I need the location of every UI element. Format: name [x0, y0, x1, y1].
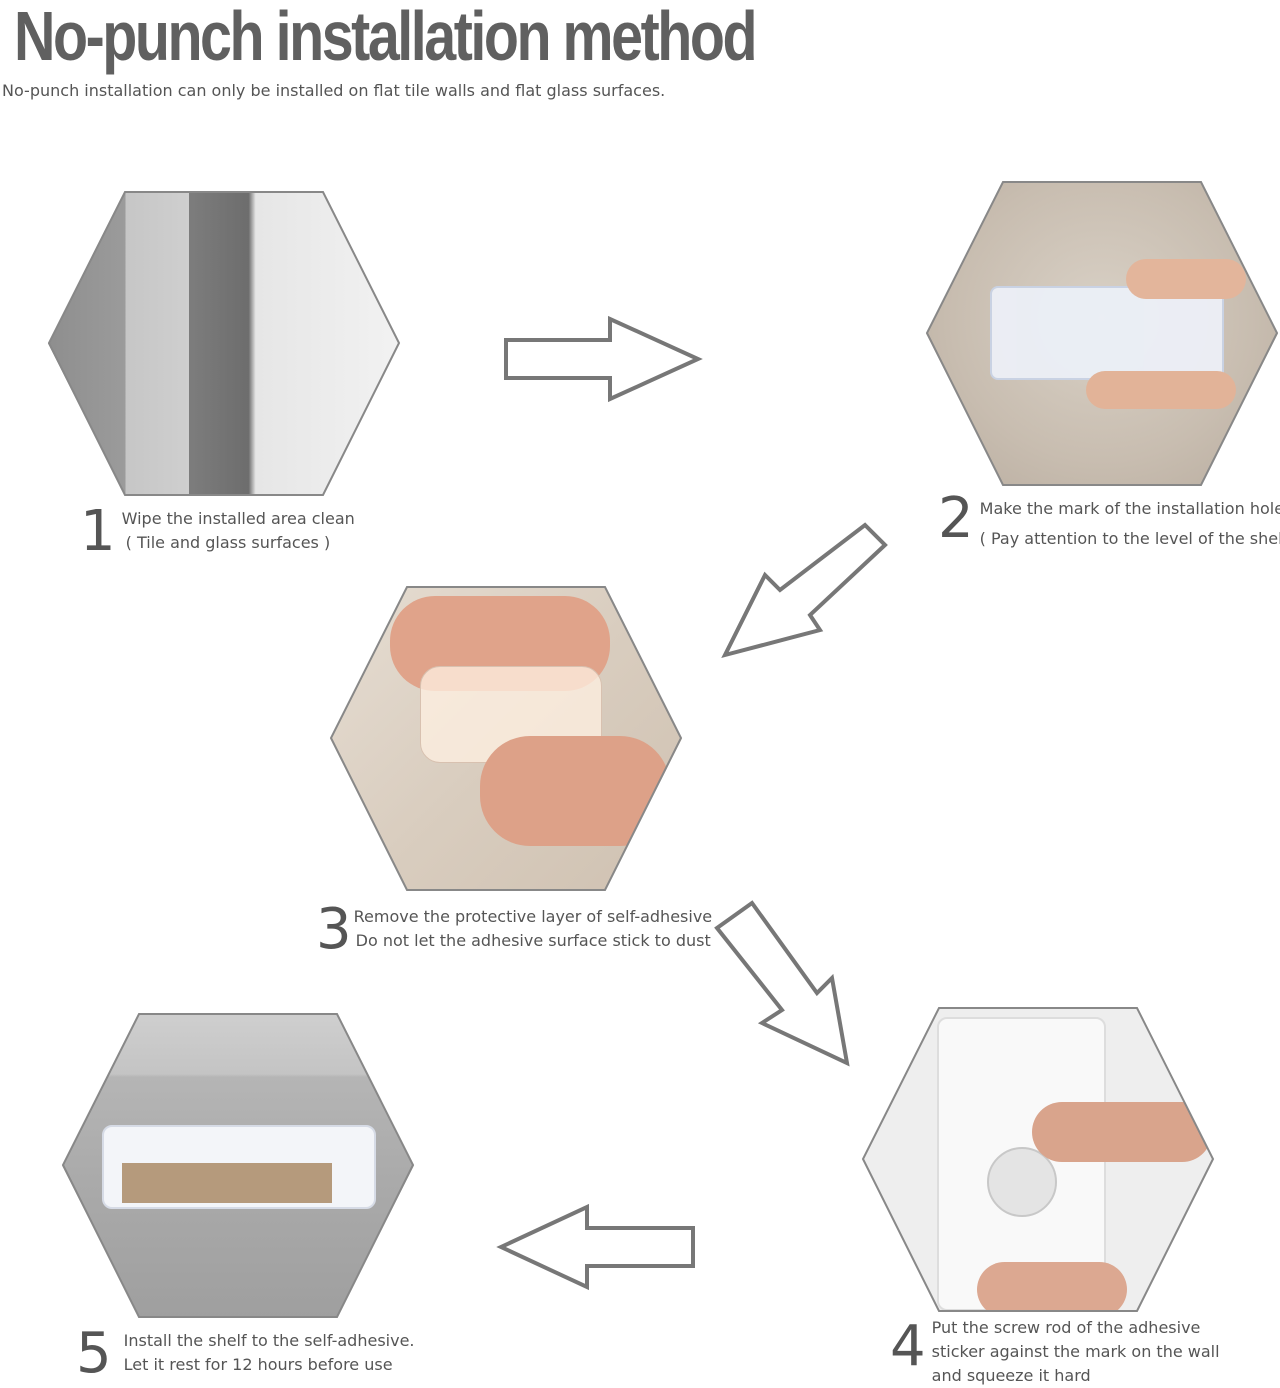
- step-number: 5: [76, 1321, 112, 1386]
- step-line: Install the shelf to the self-adhesive.: [123, 1331, 415, 1350]
- hex-outline-4: [861, 1007, 1215, 1312]
- hex-outline-1: [47, 191, 401, 496]
- step-4-caption: 4 Put the screw rod of the adhesive stic…: [890, 1316, 1220, 1388]
- box-on-shelf: [122, 1163, 332, 1203]
- hand-lower: [1086, 371, 1236, 409]
- step-line: Do not let the adhesive surface stick to…: [355, 931, 711, 950]
- step-number: 4: [890, 1314, 926, 1379]
- step-line: Let it rest for 12 hours before use: [123, 1355, 393, 1374]
- step-line: ( Pay attention to the level of the shel…: [979, 529, 1280, 548]
- page-title: No-punch installation method: [14, 0, 758, 75]
- step-3-caption: 3 Remove the protective layer of self-ad…: [316, 897, 713, 962]
- step-line: Make the mark of the installation hole: [979, 499, 1280, 518]
- step-line: Put the screw rod of the adhesive: [931, 1318, 1201, 1337]
- hex-image-press-sticker: [862, 1007, 1214, 1312]
- step-2-caption: 2 Make the mark of the installation hole…: [938, 486, 1280, 554]
- step-number: 3: [316, 897, 352, 962]
- screw-rod: [987, 1147, 1057, 1217]
- hex-outline-5: [61, 1013, 415, 1318]
- step-number: 2: [938, 486, 974, 551]
- arrow-down-right-icon: [714, 900, 850, 1067]
- finger-left: [977, 1262, 1127, 1312]
- hex-outline-2: [925, 181, 1279, 486]
- arrow-left-icon: [496, 1203, 695, 1291]
- step-1-caption: 1 Wipe the installed area clean ( Tile a…: [80, 499, 355, 564]
- hand: [1126, 259, 1246, 299]
- step-line: and squeeze it hard: [931, 1366, 1091, 1385]
- step-line: ( Tile and glass surfaces ): [125, 533, 331, 552]
- page-subtitle: No-punch installation can only be instal…: [2, 81, 666, 100]
- hex-outline-3: [329, 586, 683, 891]
- arrow-down-left-icon: [721, 522, 888, 659]
- step-line: Remove the protective layer of self-adhe…: [353, 907, 713, 926]
- hex-image-mark-hole: [926, 181, 1278, 486]
- step-5-caption: 5 Install the shelf to the self-adhesive…: [76, 1321, 415, 1386]
- step-number: 1: [80, 499, 116, 564]
- hex-image-installed-shelf: [62, 1013, 414, 1318]
- step-line: sticker against the mark on the wall: [931, 1342, 1220, 1361]
- hex-image-wipe-tile: [48, 191, 400, 496]
- finger-right: [1032, 1102, 1212, 1162]
- arrow-right-icon: [504, 315, 703, 403]
- hex-image-peel-adhesive: [330, 586, 682, 891]
- step-line: Wipe the installed area clean: [121, 509, 355, 528]
